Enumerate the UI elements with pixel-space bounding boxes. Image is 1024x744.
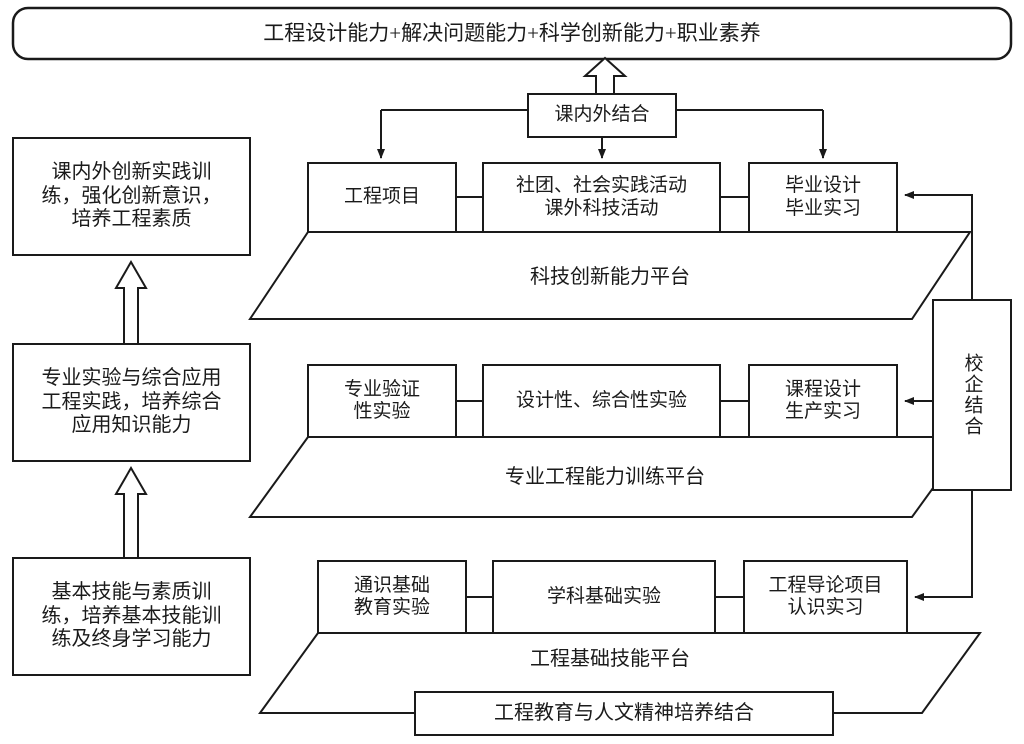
left-box-2-shape — [12, 343, 251, 462]
footer-bar-shape — [414, 691, 834, 736]
left-box-1-shape — [12, 137, 251, 256]
platform-1-box-3-shape — [748, 162, 898, 233]
platform-1-shape — [248, 231, 972, 320]
platform-1-box-2-shape — [482, 162, 721, 233]
combiner-box-shape — [527, 93, 677, 138]
right-panel-to-platform1-arrow — [904, 191, 973, 300]
platform-3-box-3-shape — [743, 560, 908, 634]
title-banner-shape — [11, 6, 1013, 61]
platform-3-box-1-shape — [317, 560, 467, 634]
platform-2-box-1-shape — [307, 364, 457, 438]
hollow-arrow-left-3-to-2 — [114, 465, 148, 559]
hollow-arrow-to-banner — [582, 56, 628, 96]
platform-2-shape — [248, 436, 972, 518]
platform-2-box-3-shape — [748, 364, 898, 438]
platform-1-box-1-shape — [307, 162, 457, 233]
right-panel-shape — [932, 299, 1012, 491]
platform-2-box-2-shape — [482, 364, 721, 438]
platform-3-box-2-shape — [492, 560, 716, 634]
right-panel-to-platform3-arrow — [914, 490, 973, 601]
hollow-arrow-left-2-to-1 — [114, 259, 148, 345]
left-box-3-shape — [12, 557, 251, 676]
